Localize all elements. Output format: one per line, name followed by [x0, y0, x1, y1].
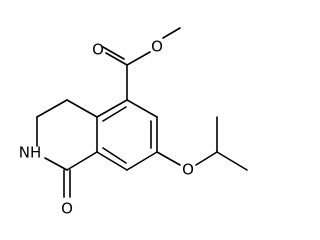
bond-c4a-c5 — [96, 99, 128, 118]
bond-c1-c8a — [66, 151, 98, 171]
bond-cester-o-double-a — [105, 52, 128, 66]
chemical-structure-diagram: O O O O NH — [19, 27, 248, 218]
bond-cester-o-double-b — [102, 46, 125, 60]
bond-c5-c6 — [126, 99, 158, 118]
lactam-oxygen-label: O — [61, 200, 73, 218]
bond-c8-c8a — [96, 151, 128, 171]
bond-n2-c1 — [44, 157, 68, 171]
ester-carbonyl-oxygen-label: O — [92, 41, 104, 59]
bond-c4a-c5-inner — [102, 106, 127, 122]
bond-o-methyl — [162, 27, 181, 39]
bond-o-ch — [195, 151, 218, 166]
bond-c4-c3 — [36, 99, 68, 118]
lactam-nitrogen-label: NH — [19, 144, 42, 162]
ester-single-oxygen-label: O — [151, 38, 163, 56]
ether-oxygen-label: O — [182, 161, 194, 179]
bond-ch-me2 — [216, 151, 248, 171]
bond-c7-o-ether — [156, 151, 181, 166]
structure-canvas: O O O O NH — [19, 27, 248, 218]
bond-c7-c8 — [126, 151, 158, 171]
bond-c8-c8a-inner — [102, 147, 127, 164]
bond-c4a-c4 — [66, 99, 98, 118]
bond-cester-o-single — [126, 51, 151, 66]
